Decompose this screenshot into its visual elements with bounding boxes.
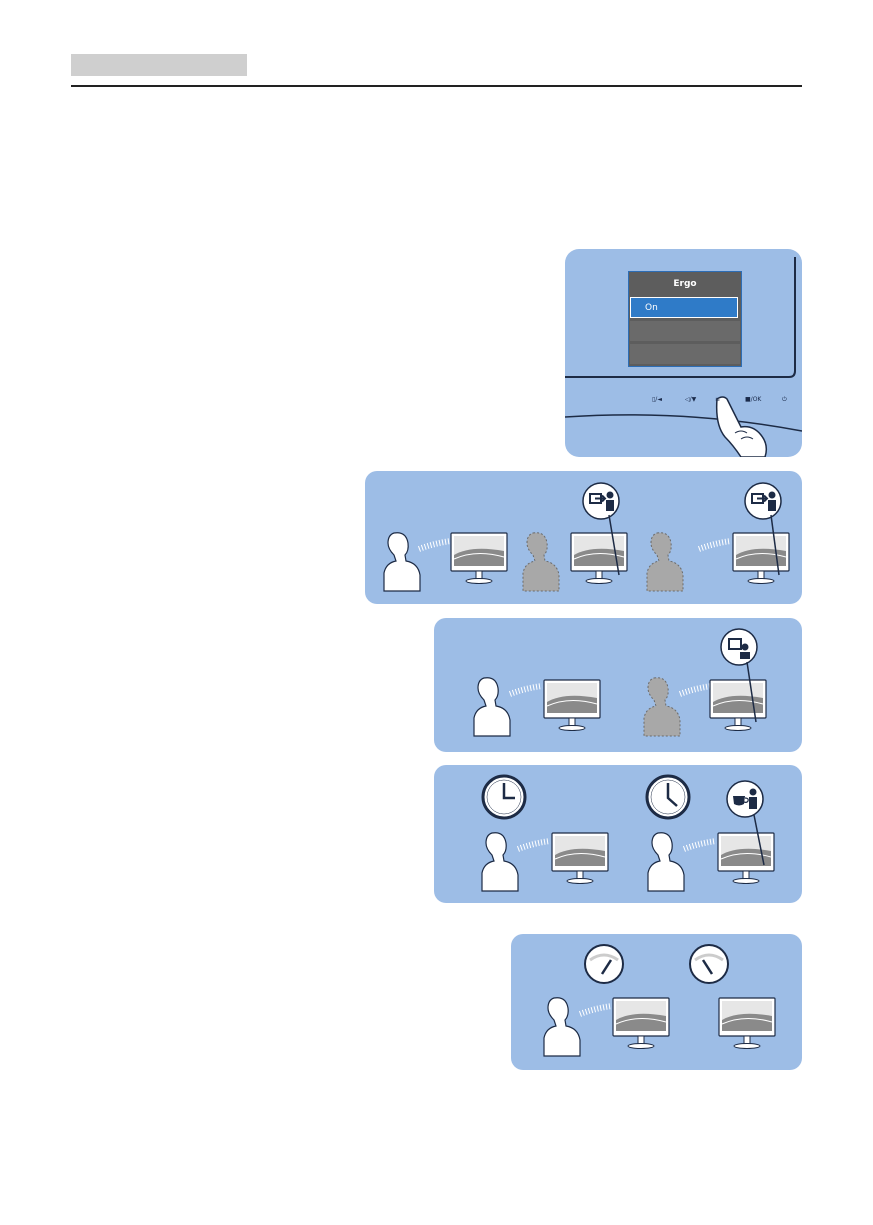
person-silhouette [648,833,684,891]
monitor-icon [552,833,608,884]
monitor-icon [719,998,775,1049]
person-silhouette [474,678,510,736]
person-silhouette [544,998,580,1056]
monitor-icon [613,998,669,1049]
finger-press-icon [717,397,767,457]
person-silhouette [384,533,420,591]
monitor-icon [733,533,789,584]
osd-menu[interactable]: Ergo On [628,271,742,367]
panel-break-reminder [434,765,802,903]
monitor-person-icon [721,629,757,665]
monitor-icon [718,833,774,884]
coffee-person-icon [727,781,763,817]
bezel-button-ok[interactable]: ■/OK [745,396,761,403]
input-person-icon [583,483,619,519]
person-silhouette [482,833,518,891]
header-rule [71,85,802,87]
bezel-button-volume[interactable]: ◁/▼ [685,396,696,403]
user-away-illustration [365,471,802,604]
dim-screen-illustration [434,618,802,752]
bezel-button-power[interactable]: ⏻ [782,396,787,404]
input-person-icon [745,483,781,519]
clock-icon [483,776,525,818]
break-reminder-illustration [434,765,802,903]
osd-title: Ergo [629,272,741,296]
bezel-button-menu[interactable]: ≡ [715,396,720,403]
monitor-icon [571,533,627,584]
panel-user-away [365,471,802,604]
energy-gauge-illustration [511,934,802,1070]
panel-dim-screen [434,618,802,752]
gauge-icon [585,945,623,983]
person-ghost-silhouette [644,678,680,736]
person-ghost-silhouette [523,533,559,591]
clock-icon [647,776,689,818]
bezel-button-input[interactable]: ▯/◄ [652,396,662,403]
section-header-bar [71,54,247,76]
osd-option-on[interactable]: On [630,297,738,318]
monitor-icon [451,533,507,584]
gauge-icon [690,945,728,983]
person-ghost-silhouette [647,533,683,591]
osd-option-on-label: On [645,303,658,313]
osd-option-empty-2[interactable] [630,344,740,364]
panel-energy-gauge [511,934,802,1070]
osd-option-empty-1[interactable] [630,321,740,341]
monitor-icon [710,680,766,731]
monitor-icon [544,680,600,731]
